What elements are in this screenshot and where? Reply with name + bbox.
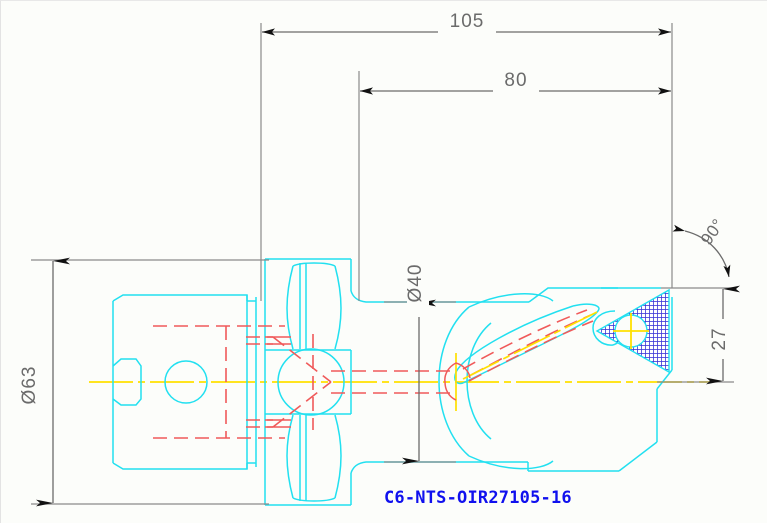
dimension-flange-diameter: Ø63	[19, 257, 269, 507]
dimension-overall-length: 105	[260, 11, 673, 301]
dimension-label-105: 105	[450, 11, 485, 32]
triangular-cutting-insert	[595, 288, 670, 374]
dimension-lead-angle: 90°	[672, 215, 731, 278]
dimension-shank-length: 80	[358, 70, 671, 301]
dimension-label-d40: Ø40	[405, 264, 426, 303]
hidden-lines	[153, 309, 594, 439]
dimension-label-d63: Ø63	[19, 366, 40, 405]
pivot-arc-detail	[444, 362, 471, 401]
coupling-body-outline	[112, 258, 376, 506]
dimension-shank-diameter: Ø40	[384, 247, 456, 465]
dimension-label-27: 27	[709, 327, 730, 350]
dimension-label-80: 80	[504, 70, 527, 91]
hidden-line-ticks	[265, 336, 291, 428]
part-number-label: C6-NTS-OIR27105-16	[384, 488, 572, 508]
dimension-edge-height: 27	[657, 285, 740, 385]
dimension-label-90deg: 90°	[697, 215, 728, 248]
